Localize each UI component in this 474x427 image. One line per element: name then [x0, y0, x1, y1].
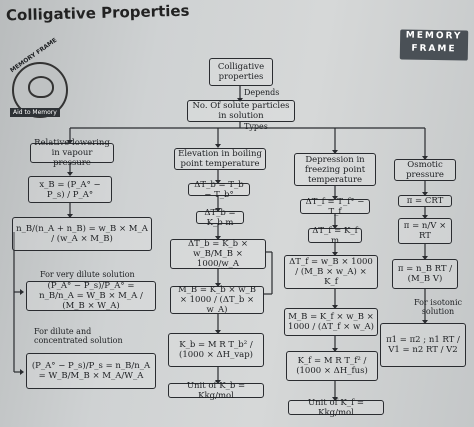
memory-frame-logo: MEMORY FRAME Aid to Memory [9, 37, 68, 118]
freezing-unit-text: Unit of K_f = Kkg/mol [307, 397, 364, 418]
freezing-formula-5: K_f = M R T_f² / (1000 × ΔH_fus) [286, 351, 378, 381]
freezing-formula-4-text: M_B = K_f × w_B × 1000 / (ΔT_f × w_A) [288, 312, 374, 332]
freezing-formula-2: ΔT_f = K_f m [308, 225, 362, 246]
osmotic-formula-4: π1 = π2 ; n1 RT / V1 = n2 RT / V2 [380, 323, 466, 367]
freezing-formula-1: ΔT_f = T_f° − T_f [300, 196, 370, 217]
freezing-formula-1-text: ΔT_f = T_f° − T_f [305, 196, 365, 217]
root-label: Colligative properties [217, 62, 265, 82]
dilute-solution-label: For very dilute solution [40, 270, 135, 279]
boiling-formula-3-text: ΔT_b = K_b × w_B/M_B × 1000/w_A [188, 239, 248, 269]
vapour-formula-1: x_B = (P_A° − P_s) / P_A° [28, 176, 112, 203]
vapour-formula-3: (P_A° − P_s)/P_A° = n_B/n_A = W_B × M_A … [26, 281, 156, 311]
boiling-formula-5-text: K_b = M R T_b² / (1000 × ΔH_vap) [179, 340, 253, 360]
vapour-formula-4-text: (P_A° − P_s)/P_s = n_B/n_A = W_B/M_B × M… [31, 361, 151, 381]
boiling-unit-text: Unit of K_b = Kkg/mol [186, 380, 246, 401]
boiling-formula-1: ΔT_b = T_b − T_b° [188, 180, 250, 200]
solute-particles-box: No. Of solute particles in solution [187, 100, 295, 122]
boiling-formula-2: ΔT_b = K_b m [196, 208, 244, 228]
freezing-formula-5-text: K_f = M R T_f² / (1000 × ΔH_fus) [296, 356, 368, 376]
types-label: Types [244, 122, 268, 131]
osmotic-formula-3-text: π = n_B RT / (M_B V) [397, 264, 453, 284]
freezing-point-title: Depression in freezing point temperature [304, 154, 366, 185]
osmotic-formula-2-text: π = n/V × RT [403, 221, 447, 241]
vapour-pressure-title: Relative lowering in vapour pressure [34, 138, 110, 168]
isotonic-label: For isotonic solution [414, 298, 462, 316]
concentrated-solution-label: For dilute and concentrated solution [34, 327, 123, 345]
vapour-pressure-box: Relative lowering in vapour pressure [30, 138, 114, 168]
solute-particles-label: No. Of solute particles in solution [192, 101, 290, 121]
boiling-point-box: Elevation in boiling point temperature [174, 148, 266, 170]
boiling-formula-1-text: ΔT_b = T_b − T_b° [194, 179, 244, 200]
freezing-formula-3: ΔT_f = w_B × 1000 / (M_B × w_A) × K_f [284, 255, 378, 289]
osmotic-pressure-box: Osmotic pressure [394, 159, 456, 181]
brain-icon [28, 76, 54, 98]
osmotic-pressure-title: Osmotic pressure [406, 160, 444, 180]
boiling-formula-4: M_B = K_b × w_B × 1000 / (ΔT_b × w_A) [170, 285, 264, 315]
boiling-point-title: Elevation in boiling point temperature [178, 149, 262, 169]
osmotic-formula-1-text: π = CRT [406, 196, 444, 206]
logo-tag: Aid to Memory [10, 108, 60, 117]
boiling-formula-2-text: ΔT_b = K_b m [204, 207, 236, 228]
vapour-formula-2: n_B/(n_A + n_B) = w_B × M_A / (w_A × M_B… [12, 217, 152, 251]
osmotic-formula-4-text: π1 = π2 ; n1 RT / V1 = n2 RT / V2 [386, 335, 460, 355]
osmotic-formula-2: π = n/V × RT [398, 218, 452, 244]
vapour-formula-4: (P_A° − P_s)/P_s = n_B/n_A = W_B/M_B × M… [26, 353, 156, 389]
vapour-formula-2-text: n_B/(n_A + n_B) = w_B × M_A / (w_A × M_B… [16, 224, 148, 244]
vapour-formula-3-text: (P_A° − P_s)/P_A° = n_B/n_A = W_B × M_A … [39, 281, 143, 311]
osmotic-formula-1: π = CRT [398, 195, 452, 207]
osmotic-formula-3: π = n_B RT / (M_B V) [392, 259, 458, 289]
root-box: Colligative properties [209, 58, 273, 86]
boiling-formula-4-text: M_B = K_b × w_B × 1000 / (ΔT_b × w_A) [177, 285, 257, 315]
vapour-formula-1-text: x_B = (P_A° − P_s) / P_A° [39, 179, 101, 200]
boiling-formula-3: ΔT_b = K_b × w_B/M_B × 1000/w_A [170, 239, 266, 269]
freezing-formula-2-text: ΔT_f = K_f m [312, 225, 358, 246]
freezing-point-box: Depression in freezing point temperature [294, 153, 376, 186]
freezing-formula-3-text: ΔT_f = w_B × 1000 / (M_B × w_A) × K_f [289, 257, 373, 287]
depends-label: Depends [244, 88, 280, 97]
freezing-formula-4: M_B = K_f × w_B × 1000 / (ΔT_f × w_A) [284, 308, 378, 336]
freezing-unit-box: Unit of K_f = Kkg/mol [288, 397, 384, 418]
boiling-unit-box: Unit of K_b = Kkg/mol [168, 380, 264, 401]
boiling-formula-5: K_b = M R T_b² / (1000 × ΔH_vap) [168, 333, 264, 367]
